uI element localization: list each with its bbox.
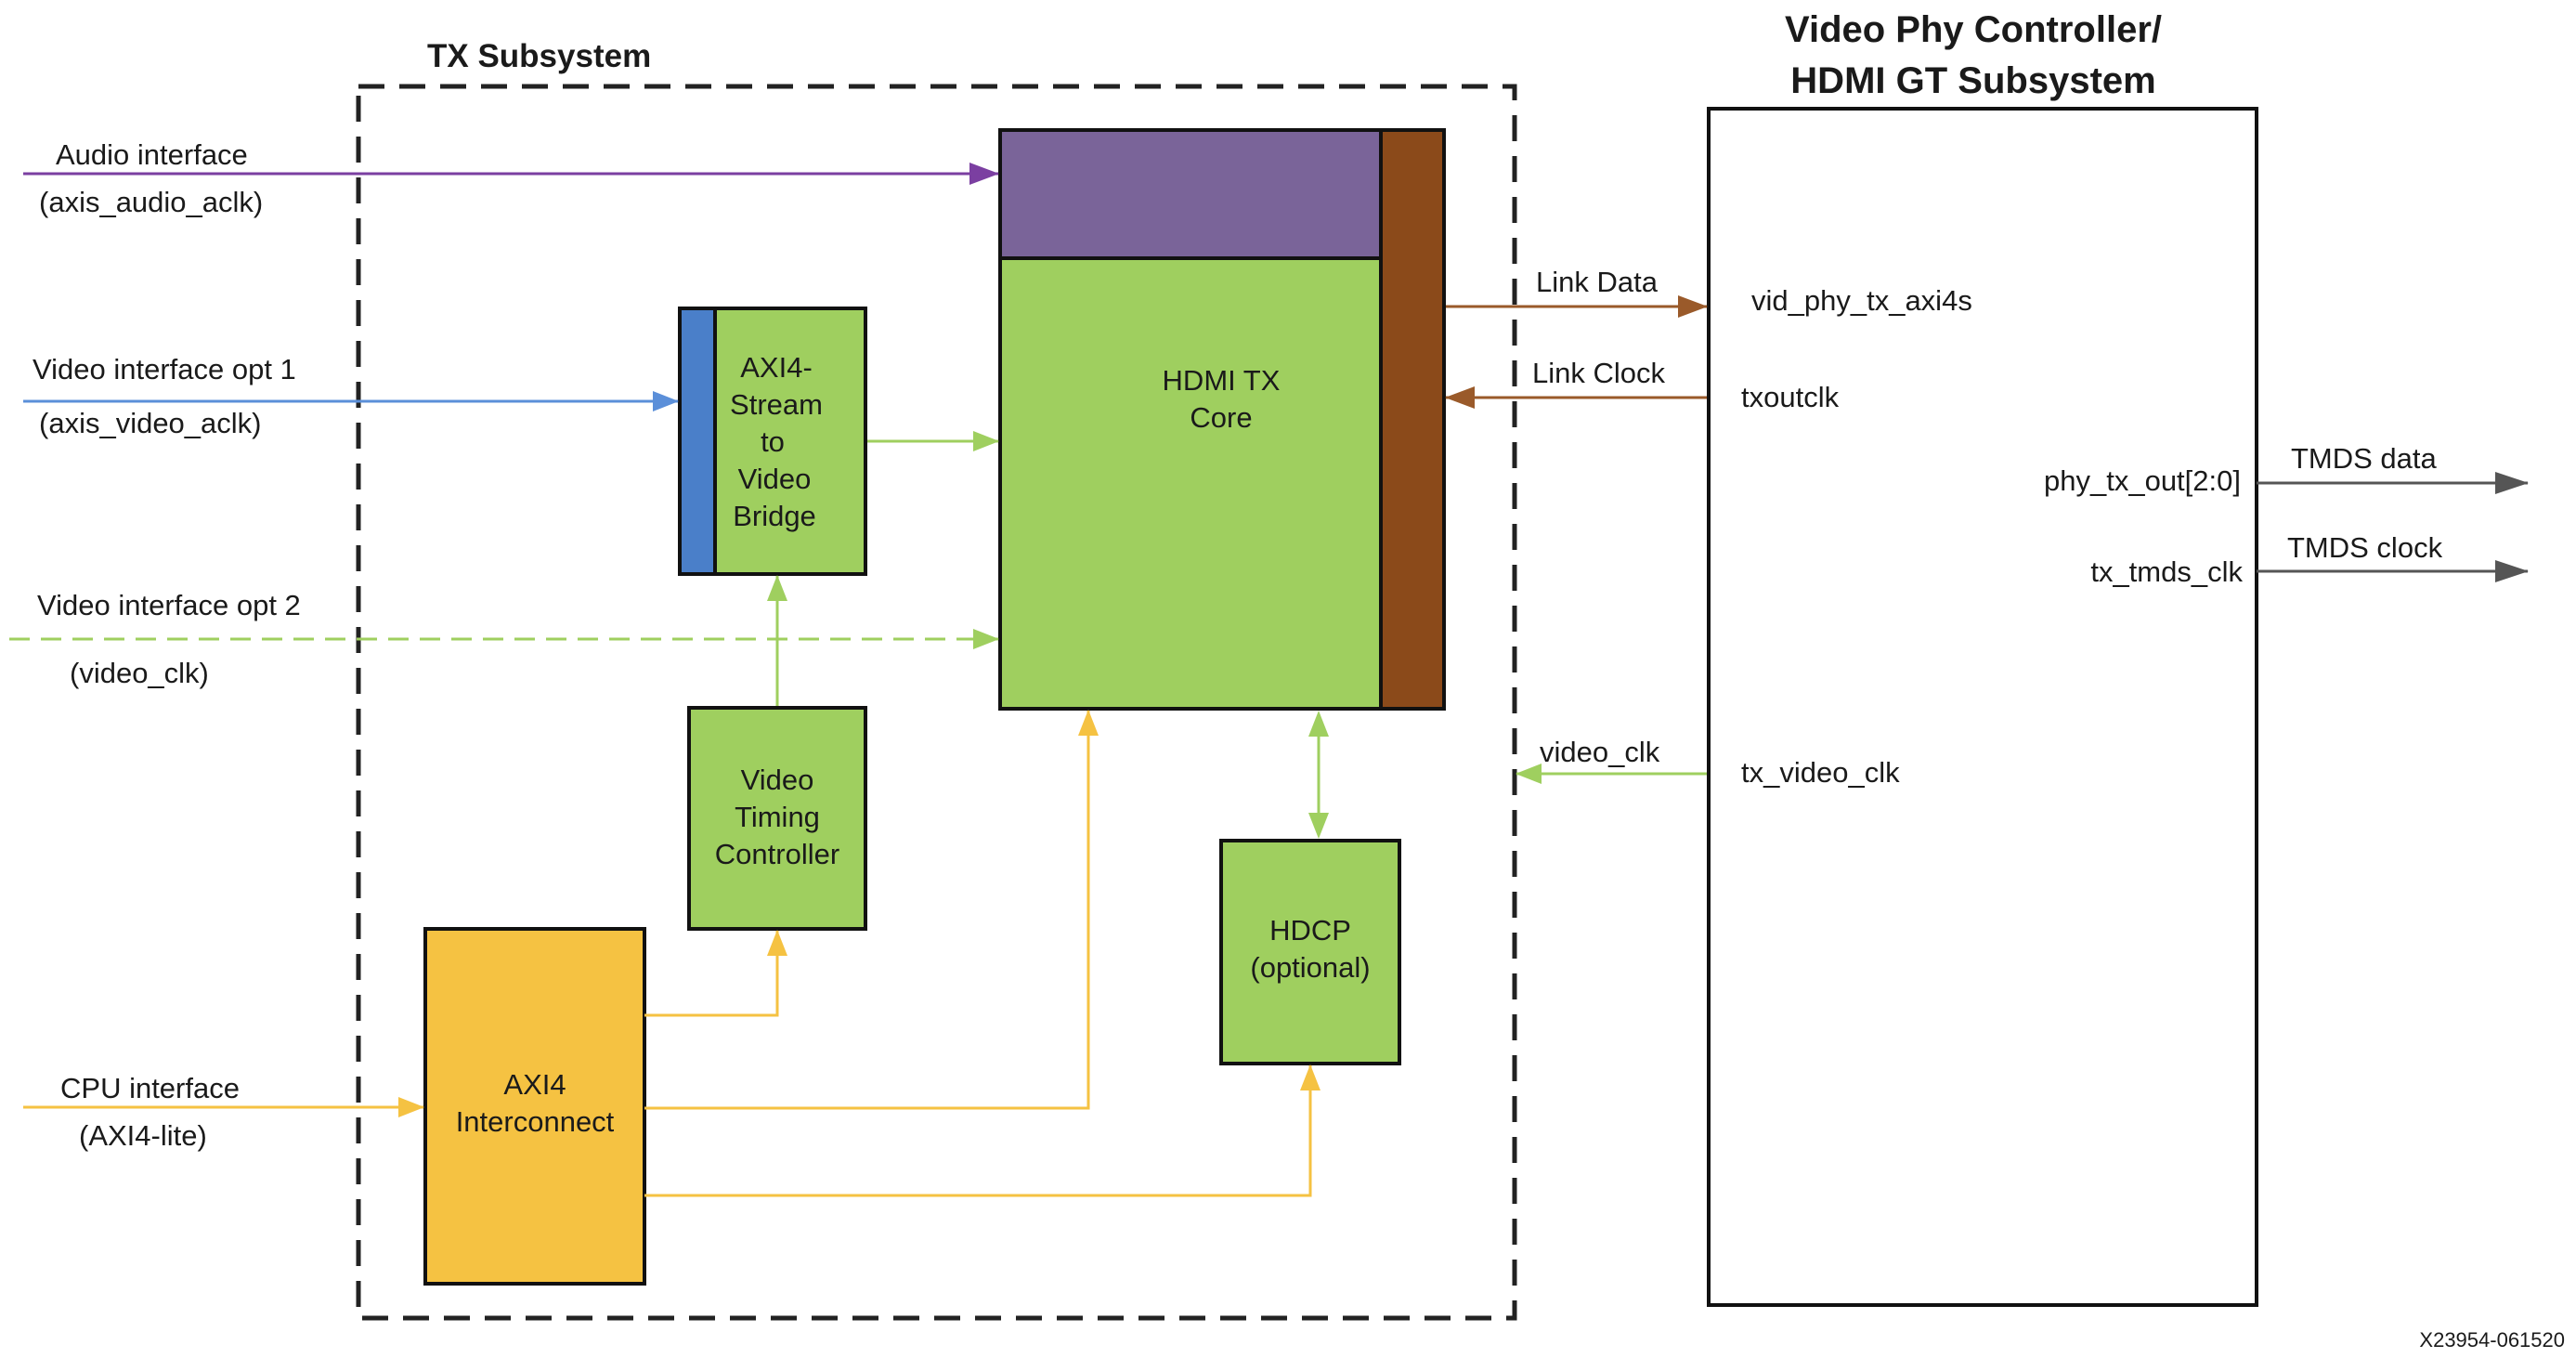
axi4-stream-bridge-label-2: Stream: [730, 388, 823, 421]
vtc-label-2: Timing: [735, 801, 820, 833]
hdmi-tx-core-link-section: [1379, 128, 1446, 711]
hdmi-tx-core-label-line1: HDMI TX: [1163, 364, 1281, 397]
video-interface-opt1-clock: (axis_video_aclk): [39, 407, 262, 439]
axi-to-hdcp-arrow: [644, 1064, 1321, 1197]
hdcp-block: [1219, 839, 1401, 1065]
axi4-stream-bridge-label-1: AXI4-: [740, 351, 813, 384]
cpu-interface-label: CPU interface: [60, 1072, 240, 1104]
axi4-stream-bridge-label-5: Bridge: [733, 500, 816, 532]
axi4-stream-bridge-label-4: Video: [738, 463, 812, 495]
hdcp-core-arrowhead-up: [1308, 711, 1329, 737]
port-vid-phy-tx-axi4s: vid_phy_tx_axi4s: [1751, 284, 1972, 317]
port-txoutclk: txoutclk: [1741, 381, 1840, 413]
link-data-label: Link Data: [1536, 266, 1659, 298]
vtc-label-1: Video: [741, 764, 814, 796]
video-interface-opt2-clock: (video_clk): [70, 657, 209, 689]
tx-subsystem-title: TX Subsystem: [427, 38, 651, 74]
video-timing-controller-block: [687, 706, 867, 931]
hdcp-label-1: HDCP: [1269, 914, 1351, 947]
hdmi-tx-core-audio-section: [998, 128, 1383, 260]
audio-interface-clock: (axis_audio_aclk): [39, 186, 263, 218]
axi4-interconnect-label-2: Interconnect: [456, 1105, 615, 1138]
hdcp-label-2: (optional): [1250, 951, 1370, 984]
port-tx-video-clk: tx_video_clk: [1741, 756, 1900, 789]
hdcp-core-arrowhead-down: [1308, 813, 1329, 839]
axi4-stream-bridge-label-3: to: [761, 425, 785, 458]
phy-subsystem-box: [1707, 107, 2258, 1307]
figure-id: X23954-061520: [2419, 1328, 2565, 1351]
phy-subsystem-title-line2: HDMI GT Subsystem: [1790, 60, 2155, 101]
axi-to-vtc-arrow: [644, 930, 787, 1017]
video-interface-opt2-label: Video interface opt 2: [37, 589, 301, 621]
vtc-label-3: Controller: [715, 838, 839, 870]
axi4-interconnect-block: [423, 927, 646, 1286]
port-tx-tmds-clk: tx_tmds_clk: [2090, 555, 2243, 588]
tmds-clock-label: TMDS clock: [2287, 531, 2443, 564]
video-interface-opt1-label: Video interface opt 1: [33, 353, 296, 385]
link-clock-label: Link Clock: [1532, 357, 1665, 389]
port-phy-tx-out: phy_tx_out[2:0]: [2044, 464, 2241, 497]
axi4-stream-bridge-bar: [678, 307, 717, 576]
hdmi-tx-core-label-line2: Core: [1190, 401, 1252, 434]
axi-to-core-arrow: [644, 710, 1099, 1110]
audio-interface-label: Audio interface: [56, 138, 248, 171]
video-clk-label: video_clk: [1540, 736, 1660, 768]
cpu-interface-clock: (AXI4-lite): [79, 1119, 207, 1152]
tmds-data-label: TMDS data: [2291, 442, 2438, 475]
axi4-stream-bridge-block: [713, 307, 867, 576]
axi4-interconnect-label-1: AXI4: [503, 1068, 566, 1101]
hdmi-tx-core-block: [998, 256, 1383, 711]
phy-subsystem-title-line1: Video Phy Controller/: [1785, 9, 2162, 50]
tx-subsystem-boundary: [356, 84, 1517, 1321]
